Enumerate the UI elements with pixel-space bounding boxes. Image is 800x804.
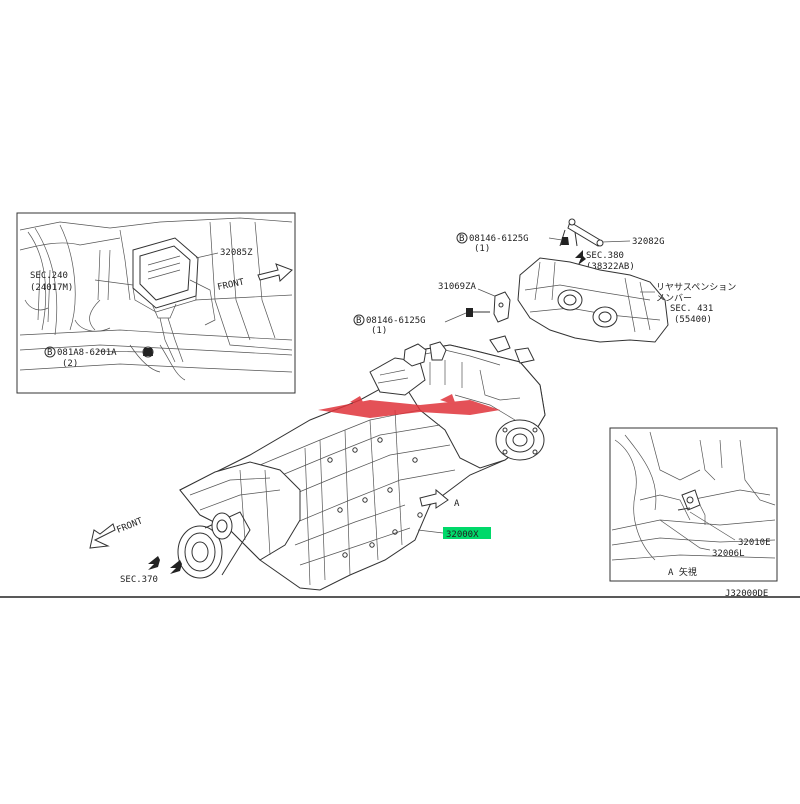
sensor-32010e — [677, 489, 701, 511]
label-sec240-bottom: (24017M) — [30, 283, 73, 293]
label-32085z: 32085Z — [220, 248, 253, 258]
label-bolt-mid-qty: (1) — [371, 326, 387, 336]
bolt-marker-icon: B — [353, 314, 365, 326]
rear-output-flange — [495, 419, 545, 461]
label-view-a: A 矢視 — [668, 566, 697, 578]
label-front-main: FRONT — [115, 516, 144, 536]
transmission-assembly — [177, 335, 546, 591]
solid-arrow-icon — [575, 250, 586, 265]
bolt-marker-icon: B — [44, 346, 56, 358]
label-sec431-bottom: (55400) — [674, 315, 712, 325]
label-32010e: 32010E — [738, 538, 771, 548]
label-sec431-top: SEC. 431 — [670, 304, 713, 314]
rear-suspension-member — [517, 257, 669, 343]
bolt-marker-icon: B — [456, 232, 468, 244]
label-bolt-top-qty: (1) — [474, 244, 490, 254]
label-bolt-081a8: 081A8-6201A — [57, 348, 117, 358]
label-front-inset: FRONT — [217, 277, 246, 293]
label-diagram-id: J32000DE — [725, 589, 768, 599]
bracket-32082g — [559, 218, 604, 247]
inset-ecu — [16, 212, 296, 394]
label-32000x: 32000X — [446, 530, 479, 540]
label-sec380-top: SEC.380 — [586, 251, 624, 261]
solid-arrow-icon — [170, 560, 182, 574]
bracket-31069za — [493, 291, 511, 323]
bolt-081a8 — [142, 346, 154, 358]
label-bolt-081a8-qty: (2) — [62, 359, 78, 369]
brand-logo-watermark — [318, 394, 500, 418]
svg-text:B: B — [459, 234, 464, 244]
label-sec240-top: SEC.240 — [30, 271, 68, 281]
label-31069za: 31069ZA — [438, 282, 477, 292]
label-bolt-top: 08146-6125G — [469, 234, 529, 244]
front-input-shaft — [177, 511, 251, 579]
label-bolt-mid: 08146-6125G — [366, 316, 426, 326]
label-rear-susp-jp-2: メンバー — [656, 293, 692, 304]
hollow-arrow-icon — [257, 263, 293, 282]
hollow-arrow-icon — [89, 523, 116, 549]
highlight-32000x — [443, 527, 491, 539]
label-32082g: 32082G — [632, 237, 665, 247]
label-sec370: SEC.370 — [120, 575, 158, 585]
bolt-mid — [466, 308, 490, 317]
svg-text:B: B — [356, 316, 361, 326]
solid-arrow-icon — [148, 556, 160, 570]
label-arrow-a: A — [454, 499, 460, 509]
inset-ecu-frame — [16, 212, 296, 394]
ecu-module — [132, 237, 199, 363]
label-32006l: 32006L — [712, 549, 745, 559]
label-rear-susp-jp-1: リヤサスペンション — [656, 282, 736, 293]
inset-view-a — [609, 427, 778, 582]
hollow-arrow-icon — [419, 488, 449, 509]
inset-view-a-frame — [609, 427, 778, 582]
svg-text:B: B — [47, 348, 52, 358]
label-sec380-bottom: (38322AB) — [586, 262, 635, 272]
